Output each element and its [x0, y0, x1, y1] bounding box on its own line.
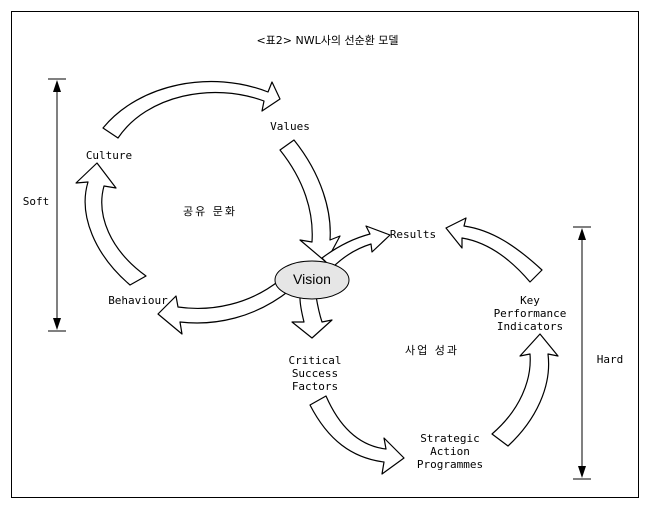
arrow-values-to-vision: [279, 139, 341, 263]
arrow-culture-to-values: [102, 81, 281, 139]
business-performance-label: 사업 성과: [405, 344, 459, 357]
diagram-title: <표2> NWL사의 선순환 모델: [256, 34, 399, 47]
shared-culture-label: 공유 문화: [183, 205, 237, 218]
arrow-vision-to-results: [321, 225, 391, 269]
arrow-vision-to-behaviour: [157, 279, 291, 335]
arrow-strategic-to-kpi: [491, 333, 559, 447]
results-label: Results: [389, 228, 437, 241]
hard-axis-label: Hard: [596, 353, 624, 366]
behaviour-label: Behaviour: [108, 294, 168, 307]
vision-ellipse: [274, 260, 350, 300]
culture-cycle-arrows: [75, 81, 341, 335]
culture-label: Culture: [85, 149, 133, 162]
strategic-label: Strategic Action Programmes: [416, 432, 484, 471]
soft-axis: [48, 78, 66, 332]
arrow-csf-to-strategic: [309, 395, 405, 475]
kpi-label: Key Performance Indicators: [493, 294, 567, 333]
arrow-behaviour-to-culture: [75, 162, 147, 286]
csf-label: Critical Success Factors: [288, 354, 342, 393]
performance-cycle-arrows: [291, 217, 559, 475]
soft-axis-label: Soft: [22, 195, 50, 208]
arrow-kpi-to-results: [445, 217, 543, 283]
values-label: Values: [270, 120, 310, 133]
vision-label: Vision: [293, 271, 331, 287]
hard-axis: [573, 226, 591, 480]
arrow-vision-to-csf: [291, 295, 333, 339]
